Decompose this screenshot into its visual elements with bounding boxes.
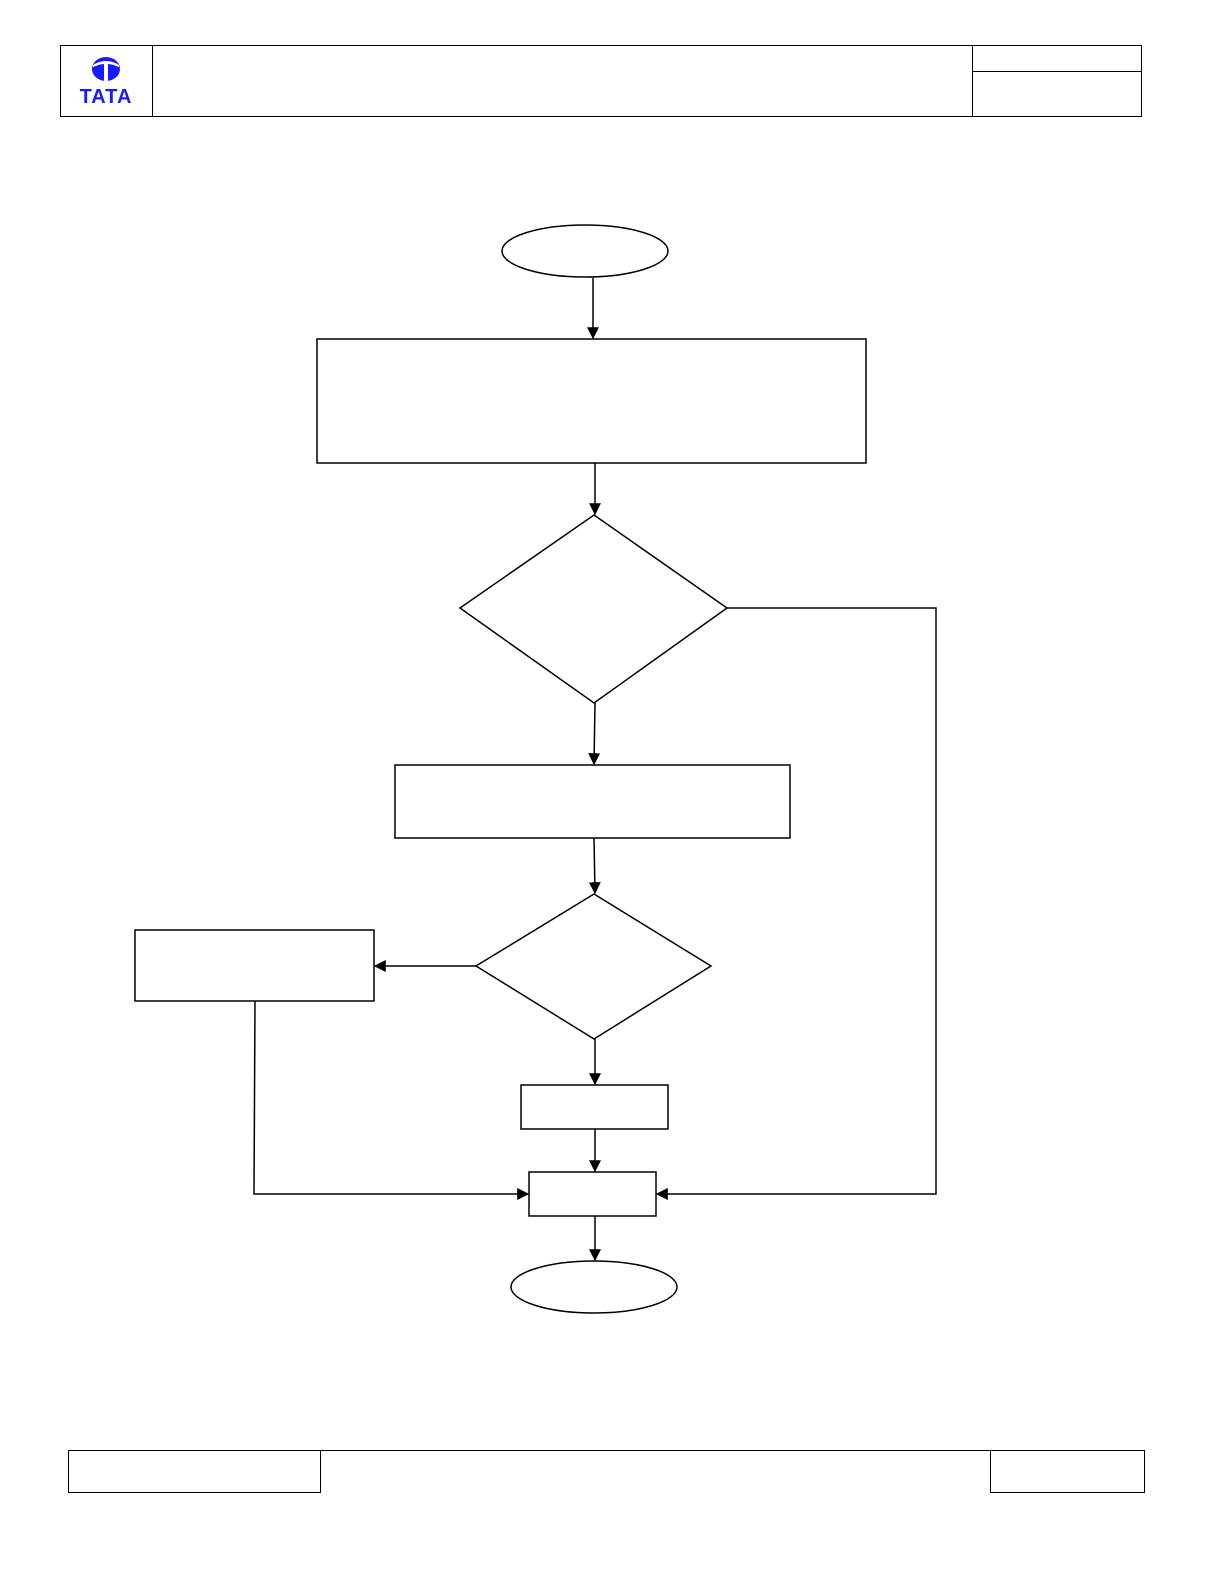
process-merge-box [528, 1171, 657, 1217]
logo-wordmark: TATA [79, 85, 133, 108]
start-terminator [501, 224, 669, 278]
edge-process-2-to-decision-2 [588, 837, 601, 895]
decision-2-diamond [474, 893, 713, 1040]
decision-1-diamond [458, 514, 729, 704]
header-frame [60, 45, 1142, 117]
footer-left [68, 1450, 321, 1493]
edge-process-left-to-process-merge [253, 1000, 530, 1200]
header-ref-top [972, 45, 1142, 72]
header-ref-bottom [972, 72, 1142, 117]
footer-center [321, 1450, 991, 1493]
end-terminator [510, 1260, 678, 1314]
header-logo-cell: TATA [60, 45, 153, 117]
process-2-box [394, 764, 791, 839]
process-small-box [520, 1084, 669, 1130]
process-main-box [316, 338, 867, 464]
process-left-box [134, 929, 375, 1002]
edge-decision-1-to-process-2 [588, 702, 601, 766]
footer-right [990, 1450, 1145, 1493]
tata-logo-icon [92, 56, 120, 81]
edge-decision-1-to-process-merge [655, 607, 937, 1200]
